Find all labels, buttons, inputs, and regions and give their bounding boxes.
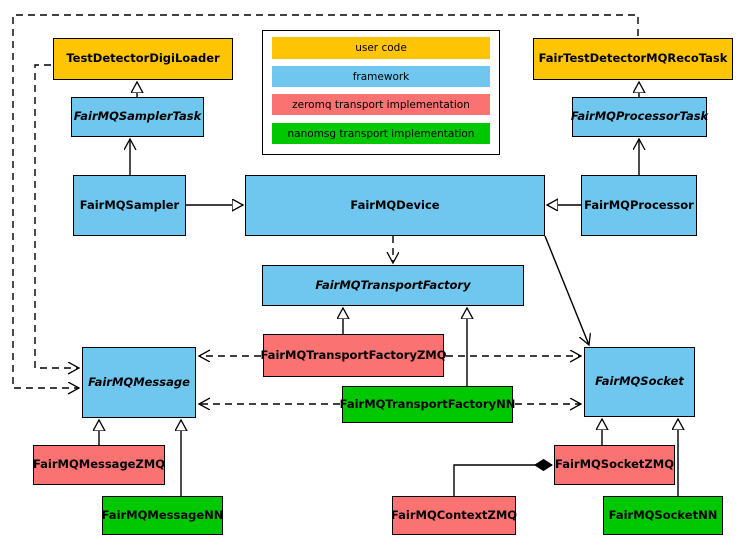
class-node-testdetectordigiloader[interactable]: TestDetectorDigiLoader	[53, 38, 233, 80]
class-node-fairmqcontextzmq[interactable]: FairMQContextZMQ	[391, 496, 517, 535]
class-node-fairmqmessagenn[interactable]: FairMQMessageNN	[102, 496, 223, 535]
class-node-fairmqprocessor[interactable]: FairMQProcessor	[581, 175, 697, 236]
edge-contextzmq-to-socketzmq	[453, 465, 552, 496]
class-node-fairmqprocessortask[interactable]: FairMQProcessorTask	[571, 97, 708, 137]
class-node-fairmqtransportfactory[interactable]: FairMQTransportFactory	[262, 265, 524, 306]
class-node-fairmqsocket[interactable]: FairMQSocket	[584, 347, 695, 417]
class-node-fairtestdetectormqrecotask[interactable]: FairTestDetectorMQRecoTask	[533, 38, 733, 80]
legend-item-nanomsg: nanomsg transport implementation	[272, 123, 490, 144]
edge-device-to-socket	[544, 235, 589, 345]
class-node-fairmqdevice[interactable]: FairMQDevice	[245, 175, 545, 236]
legend-item-framework: framework	[272, 66, 490, 87]
legend-item-zeromq: zeromq transport implementation	[272, 94, 490, 115]
class-node-fairmqsocketzmq[interactable]: FairMQSocketZMQ	[554, 445, 675, 485]
class-node-fairmqsocketnn[interactable]: FairMQSocketNN	[603, 496, 723, 535]
class-node-fairmqsamplertask[interactable]: FairMQSamplerTask	[71, 97, 204, 137]
class-node-fairmqmessage[interactable]: FairMQMessage	[82, 347, 196, 418]
class-node-fairmqsampler[interactable]: FairMQSampler	[73, 175, 186, 236]
class-node-fairmqtransportfactoryzmq[interactable]: FairMQTransportFactoryZMQ	[261, 334, 447, 377]
class-node-fairmqtransportfactorynn[interactable]: FairMQTransportFactoryNN	[340, 386, 515, 423]
legend-item-user-code: user code	[272, 37, 490, 59]
class-node-fairmqmessagezmq[interactable]: FairMQMessageZMQ	[33, 445, 165, 485]
